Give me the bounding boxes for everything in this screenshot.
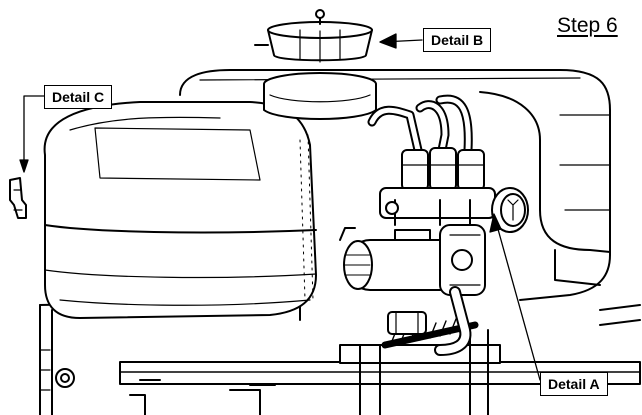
callout-detail-b: Detail B xyxy=(423,28,492,52)
pump-motor xyxy=(339,224,486,296)
callout-detail-c: Detail C xyxy=(44,85,113,109)
detail-c-part xyxy=(9,177,27,219)
outlet-plumbing xyxy=(387,286,472,356)
pressure-gauge xyxy=(491,187,529,233)
callout-detail-a: Detail A xyxy=(540,372,608,396)
valve-manifold xyxy=(379,147,496,226)
step-title: Step 6 xyxy=(557,14,618,37)
tank-left-lobe xyxy=(43,101,317,319)
leader-lines xyxy=(19,33,541,381)
tank-cap xyxy=(254,9,373,63)
hoses xyxy=(367,94,473,155)
filler-neck xyxy=(263,72,377,120)
frame-base xyxy=(39,299,641,415)
